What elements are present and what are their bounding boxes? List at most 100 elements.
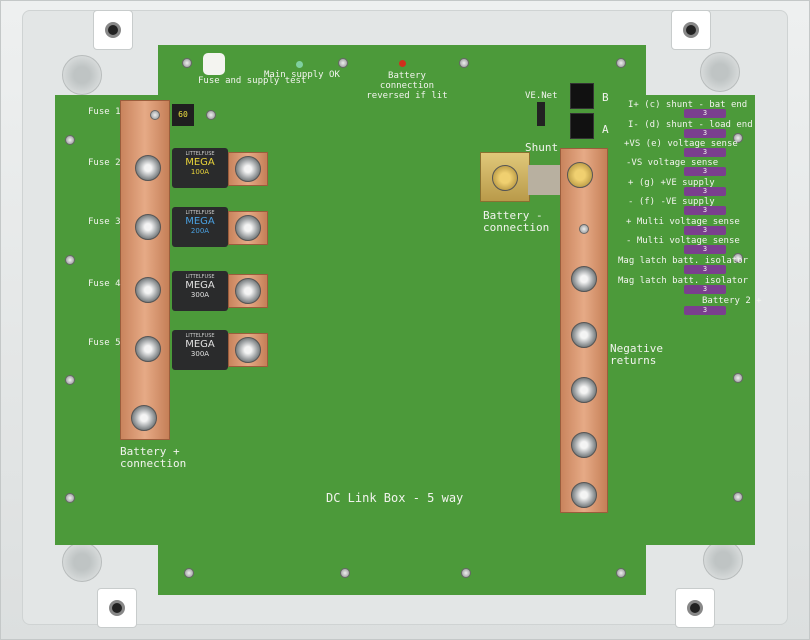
pcb-screw [65,375,75,385]
reverse-polarity-led [399,60,406,67]
pcb-screw [616,568,626,578]
fuse-brand: LITTELFUSE [185,333,215,339]
shunt-bolt [567,162,593,188]
fuse-output-bolt [235,156,261,182]
terminal-label: - Multi voltage sense [626,236,740,246]
pcb-screw [182,58,192,68]
terminal-label: - (f) -VE supply [628,197,715,207]
ve-net-header [537,102,545,126]
fuse-bolt [135,277,161,303]
fuse-label: Fuse 1 [88,107,121,117]
mount-tab-top-right [671,10,711,50]
terminal-label: + (g) +VE supply [628,178,715,188]
negative-return-bolt [571,266,597,292]
fuse-model: MEGA [185,157,215,168]
pcb-screw [340,568,350,578]
pcb-screw [184,568,194,578]
pcb-screw [65,493,75,503]
mount-tab-bottom-left [97,588,137,628]
jumper-fuse: 3 [684,206,726,215]
battery-negative-bolt [492,165,518,191]
pcb-screw [65,255,75,265]
board-title: DC Link Box - 5 way [326,491,464,505]
terminal-label: Mag latch batt. isolator [618,256,749,266]
fuse-brand: LITTELFUSE [185,151,215,157]
fuse-test-button[interactable] [203,53,225,75]
busbar-screw [579,224,589,234]
battery-positive-bolt [131,405,157,431]
terminal-label: + Multi voltage sense [626,217,740,227]
pcb-screw [733,133,743,143]
fuse-label: Fuse 4 [88,279,121,289]
fuse-output-bolt [235,278,261,304]
jumper-fuse: 3 [684,306,726,315]
terminal-label: -VS voltage sense [626,158,719,168]
fuse-rating: 200A [190,227,210,235]
fuse-bolt [135,214,161,240]
fuse-model: MEGA [185,339,215,350]
port-b-label: B [602,91,609,104]
jumper-fuse: 3 [684,226,726,235]
negative-returns-label: Negative returns [610,342,663,367]
terminal-label: +VS (e) voltage sense [624,139,738,149]
fuse-label: Fuse 2 [88,158,121,168]
pcb-screw [733,492,743,502]
fuse-rating: 300A [190,291,210,299]
fuse-brand: LITTELFUSE [185,210,215,216]
fuse-bolt [135,155,161,181]
jumper-fuse: 3 [684,265,726,274]
battery-reversed-label: Battery connection reversed if lit [366,71,448,101]
jumper-fuse: 3 [684,109,726,118]
fuse-brand: LITTELFUSE [185,274,215,280]
terminal-label: Battery 2 + [702,296,762,306]
jumper-fuse: 3 [684,148,726,157]
fuse-rating: 100A [190,168,210,176]
jumper-fuse: 3 [684,285,726,294]
fuse-model: MEGA [185,216,215,227]
pcb-screw [338,58,348,68]
negative-return-bolt [571,377,597,403]
fuse-1-blade: 60 [172,104,194,126]
negative-return-bolt [571,432,597,458]
screw-post [703,540,743,580]
fuse-output-bolt [235,215,261,241]
pcb-screw [459,58,469,68]
terminal-label: Mag latch batt. isolator [618,276,749,286]
negative-return-bolt [571,322,597,348]
terminal-label: I+ (c) shunt - bat end [628,100,748,110]
pcb-screw [733,373,743,383]
terminal-label: I- (d) shunt - load end [628,120,753,130]
fuse-bolt [135,336,161,362]
ve-net-port-b[interactable] [570,83,594,109]
main-supply-label: Main supply OK [264,70,340,80]
shunt [528,165,562,195]
pcb-main [55,95,755,545]
fuse-output-bolt [235,337,261,363]
pcb-screw [65,135,75,145]
fuse-label: Fuse 3 [88,217,121,227]
fuse-screw [206,110,216,120]
pcb-screw [733,253,743,263]
ve-net-label: VE.Net [525,91,558,101]
fuse-rating: 300A [190,350,210,358]
jumper-fuse: 3 [684,245,726,254]
shunt-label: Shunt [525,141,559,154]
battery-positive-label: Battery + connection [120,445,187,470]
fuse-label: Fuse 5 [88,338,121,348]
mount-tab-top-left [93,10,133,50]
pcb-screw [461,568,471,578]
screw-post [62,542,102,582]
screw-post [700,52,740,92]
ve-net-port-a[interactable] [570,113,594,139]
battery-negative-label: Battery - connection [483,209,550,234]
fuse-model: MEGA [185,280,215,291]
mount-tab-bottom-right [675,588,715,628]
screw-post [62,55,102,95]
jumper-fuse: 3 [684,167,726,176]
jumper-fuse: 3 [684,129,726,138]
fuse-screw [150,110,160,120]
